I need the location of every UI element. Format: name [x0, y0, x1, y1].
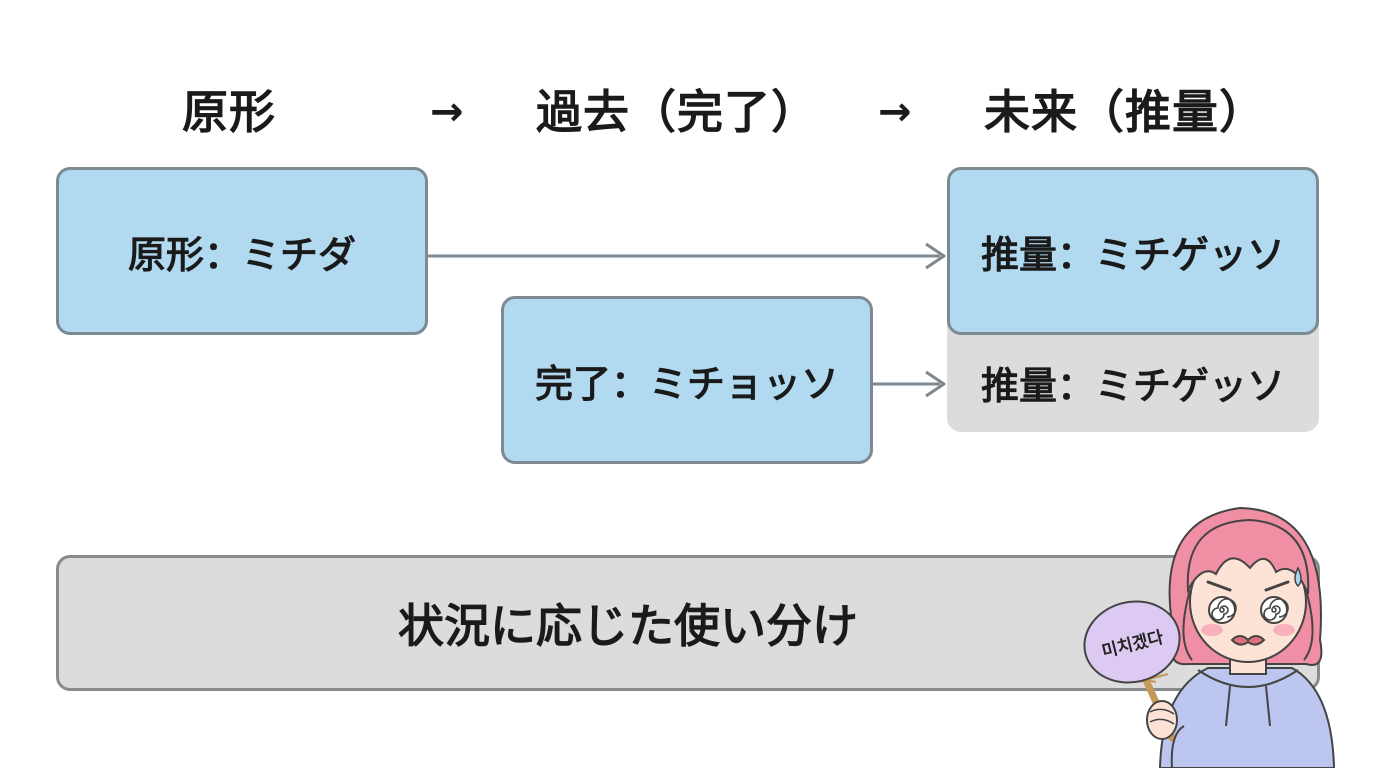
panel-conjecture-label: 推量：ミチゲッソ — [980, 363, 1285, 408]
blush-right — [1273, 624, 1295, 636]
header-stage-future: 未来（推量） — [984, 85, 1266, 139]
hoodie-string-left — [1225, 685, 1231, 727]
uchiwa-fan-icon — [1083, 600, 1181, 684]
header-arrow-1: → — [430, 89, 464, 135]
summary-bar-label: 状況に応じた使い分け — [398, 599, 858, 653]
box-perfect-form: 完了：ミチョッソ — [501, 296, 873, 464]
spiral-eye-right-icon — [1260, 596, 1289, 624]
blush-left — [1201, 624, 1223, 636]
arrow-perfect-to-conjecture — [873, 370, 946, 398]
panel-conjecture-from-perfect: 推量：ミチゲッソ — [947, 318, 1319, 432]
box-perfect-form-label: 完了：ミチョッソ — [534, 361, 839, 406]
box-base-form: 原形：ミチダ — [56, 167, 428, 335]
confused-girl-illustration: 미치겠다 — [1083, 506, 1336, 768]
hoodie-string-right — [1265, 685, 1271, 727]
box-conjecture-form-label: 推量：ミチゲッソ — [980, 232, 1285, 277]
spiral-eye-left-icon — [1208, 596, 1237, 624]
mouth — [1230, 635, 1266, 646]
arrow-base-to-conjecture — [428, 242, 946, 270]
header-arrow-2: → — [878, 89, 912, 135]
hoodie-icon — [1158, 667, 1336, 768]
box-conjecture-form: 推量：ミチゲッソ — [947, 167, 1319, 335]
hair-bangs — [1186, 518, 1310, 595]
box-base-form-label: 原形：ミチダ — [127, 232, 356, 277]
header-stage-past: 過去（完了） — [536, 85, 818, 139]
sweat-drop-icon — [1294, 566, 1302, 588]
header-stage-base: 原形 — [182, 85, 276, 139]
